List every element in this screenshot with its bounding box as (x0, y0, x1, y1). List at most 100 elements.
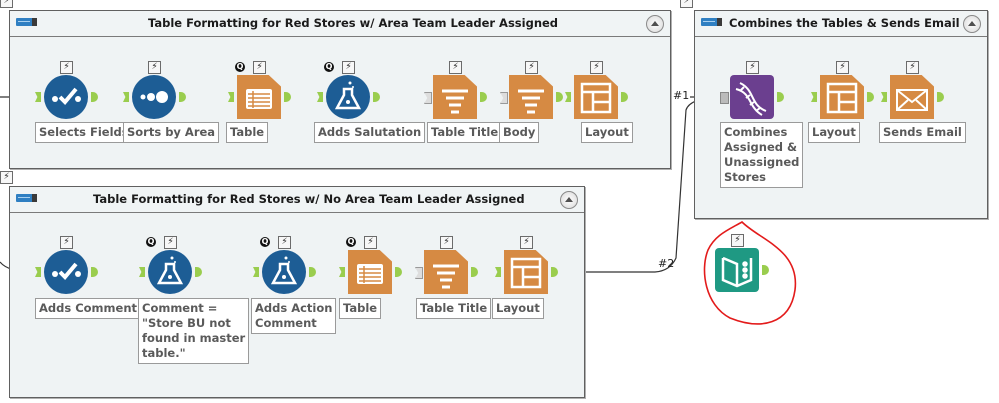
output-anchor[interactable] (762, 265, 769, 275)
browse-q-icon: Q (324, 62, 334, 72)
browse-q-icon: Q (235, 62, 245, 72)
tool-annotation-line: Assigned & (724, 140, 798, 154)
output-anchor[interactable] (284, 92, 291, 102)
input-anchor[interactable] (35, 267, 41, 277)
collapse-button[interactable] (963, 15, 981, 33)
input-anchor[interactable] (228, 92, 234, 102)
tool-annotation: Adds Salutation (314, 122, 426, 143)
bolt-icon: ⚡ (590, 61, 603, 74)
input-anchor[interactable] (317, 92, 323, 102)
bolt-icon: ⚡ (440, 236, 453, 249)
tool-union[interactable] (730, 75, 774, 119)
tool-annotation: Adds Comment (35, 298, 142, 319)
tool-annotation-line: table." (142, 346, 186, 360)
tool-select[interactable] (44, 250, 88, 294)
input-anchor[interactable] (565, 92, 571, 102)
input-anchor[interactable] (495, 267, 501, 277)
output-anchor[interactable] (551, 267, 558, 277)
tool-sort[interactable] (132, 75, 176, 119)
bolt-icon: ⚡ (60, 61, 73, 74)
browse-q-icon: Q (260, 237, 270, 247)
tool-select[interactable] (44, 75, 88, 119)
collapse-button[interactable] (646, 15, 664, 33)
container-header[interactable]: Combines the Tables & Sends Email (695, 11, 987, 37)
output-anchor[interactable] (621, 92, 628, 102)
tool-annotation: Table (339, 298, 382, 319)
input-anchor[interactable] (139, 267, 145, 277)
container-header[interactable]: Table Formatting for Red Stores w/ Area … (10, 11, 670, 37)
output-anchor[interactable] (91, 92, 98, 102)
output-anchor[interactable] (91, 267, 98, 277)
output-anchor[interactable] (777, 92, 784, 102)
container-toggle-icon[interactable] (701, 18, 722, 26)
connection-label-1: #1 (673, 89, 690, 102)
tool-annotation: Layout (492, 298, 544, 319)
layout-icon (504, 250, 548, 294)
browse-q-icon: Q (346, 237, 356, 247)
tool-annotation-line: Comment = (142, 301, 218, 315)
output-anchor[interactable] (373, 92, 380, 102)
output-anchor[interactable] (309, 267, 316, 277)
output-anchor[interactable] (867, 92, 874, 102)
output-anchor[interactable] (556, 92, 563, 102)
output-anchor[interactable] (471, 267, 478, 277)
collapse-button[interactable] (560, 191, 578, 209)
input-anchor[interactable] (811, 92, 817, 102)
select-icon (44, 250, 88, 298)
bolt-icon: ⚡ (253, 61, 266, 74)
output-anchor[interactable] (480, 92, 487, 102)
email-icon (890, 75, 934, 119)
container-bolt-icon: ⚡ (0, 0, 13, 8)
tool-table[interactable] (348, 250, 392, 294)
tool-layout[interactable] (504, 250, 548, 294)
tool-annotation-line: Adds Action (255, 301, 333, 315)
output-anchor[interactable] (195, 267, 202, 277)
tool-annotation-line: Combines (724, 125, 788, 139)
sort-icon (132, 75, 176, 123)
input-anchor[interactable] (35, 92, 41, 102)
input-anchor[interactable] (339, 267, 345, 277)
tool-annotation-line: Stores (724, 170, 766, 184)
tool-table[interactable] (237, 75, 281, 119)
input-anchor-multi[interactable] (720, 92, 729, 104)
container-title: Table Formatting for Red Stores w/ No Ar… (93, 192, 525, 206)
select-icon (44, 75, 88, 123)
input-anchor[interactable] (881, 92, 887, 102)
tool-layout[interactable] (820, 75, 864, 119)
tool-formula[interactable] (262, 250, 306, 294)
bolt-icon: ⚡ (906, 61, 919, 74)
connection-label-2: #2 (658, 257, 675, 270)
tool-report-text[interactable] (433, 75, 477, 119)
tool-annotation-line: Unassigned (724, 155, 800, 169)
bolt-icon: ⚡ (342, 61, 355, 74)
tool-formula[interactable] (148, 250, 192, 294)
tool-email[interactable] (890, 75, 934, 119)
layout-icon (820, 75, 864, 119)
container-toggle-icon[interactable] (16, 194, 37, 202)
output-anchor[interactable] (937, 92, 944, 102)
annotation-circle-browse (703, 221, 797, 325)
tool-report-text[interactable] (424, 250, 468, 294)
container-title: Table Formatting for Red Stores w/ Area … (148, 16, 559, 30)
input-anchor[interactable] (253, 267, 259, 277)
container-header[interactable]: Table Formatting for Red Stores w/ No Ar… (10, 187, 584, 213)
tool-annotation: Table Title (416, 298, 492, 319)
input-anchor[interactable] (123, 92, 129, 102)
output-anchor[interactable] (179, 92, 186, 102)
bolt-icon: ⚡ (520, 236, 533, 249)
tool-annotation: Selects Fields (35, 122, 133, 143)
bolt-icon: ⚡ (449, 61, 462, 74)
container-bolt-icon: ⚡ (680, 0, 693, 8)
tool-browse[interactable] (715, 248, 759, 292)
bolt-icon: ⚡ (731, 234, 744, 247)
formula-icon (326, 75, 370, 123)
container-unassigned[interactable]: Table Formatting for Red Stores w/ No Ar… (9, 186, 585, 398)
tool-report-text[interactable] (509, 75, 553, 119)
bolt-icon: ⚡ (746, 61, 759, 74)
output-anchor[interactable] (395, 267, 402, 277)
tool-formula[interactable] (326, 75, 370, 119)
container-toggle-icon[interactable] (16, 18, 37, 26)
tool-layout[interactable] (574, 75, 618, 119)
browse-icon (715, 248, 759, 296)
